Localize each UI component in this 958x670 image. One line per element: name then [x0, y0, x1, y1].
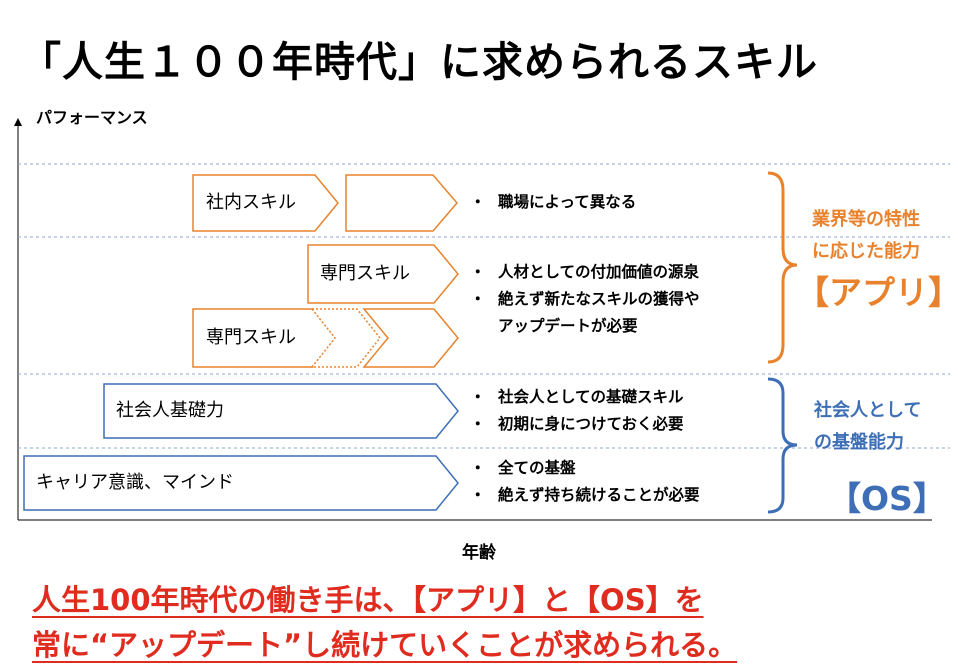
in-house-skill-arrow [192, 174, 339, 232]
list-item: ・職場によって異なる [470, 193, 637, 211]
summary-message: 人生100年時代の働き手は、【アプリ】と【OS】を 常に“アップデート”し続けて… [32, 578, 737, 668]
specialized-dotted-chevron [310, 308, 381, 368]
list-item-continuation: アップデートが必要 [498, 317, 638, 335]
in-house-continuation-arrow [345, 174, 458, 232]
os-category: 社会人として の基盤能力 [814, 400, 922, 453]
app-tag: 【アプリ】 [796, 273, 958, 312]
page-title: 「人生１００年時代」に求められるスキル [20, 38, 818, 86]
os-brace [767, 377, 798, 514]
in-house-bullets: ・職場によって異なる [470, 189, 636, 216]
mindset-label: キャリア意識、マインド [36, 472, 234, 493]
list-item: ・絶えず新たなスキルの獲得や [470, 290, 700, 308]
x-axis-label: 年齢 [462, 543, 496, 563]
specialized-bullets: ・人材としての付加価値の源泉 ・絶えず新たなスキルの獲得や アップデートが必要 [470, 259, 700, 340]
specialized-skill-upper-label: 専門スキル [320, 263, 410, 284]
list-item: ・社会人としての基礎スキル [470, 388, 684, 406]
app-category: 業界等の特性 に応じた能力 [812, 209, 920, 262]
summary-line-2: 常に“アップデート”し続けていくことが求められる。 [32, 628, 738, 662]
mindset-arrow [23, 455, 459, 511]
basic-bullets: ・社会人としての基礎スキル ・初期に身につけておく必要 [470, 384, 684, 438]
specialized-skill-upper-arrow [307, 244, 459, 304]
os-tag: 【OS】 [828, 479, 946, 518]
specialized-skill-lower-label: 専門スキル [206, 327, 296, 348]
y-axis-label: パフォーマンス [36, 108, 148, 127]
app-brace [767, 171, 798, 364]
list-item: ・絶えず持ち続けることが必要 [470, 486, 700, 504]
list-item: ・人材としての付加価値の源泉 [470, 263, 700, 281]
mindset-bullets: ・全ての基盤 ・絶えず持ち続けることが必要 [470, 455, 700, 509]
in-house-skill-label: 社内スキル [206, 192, 296, 213]
basic-skill-arrow [103, 383, 459, 439]
list-item: ・初期に身につけておく必要 [470, 415, 684, 433]
specialized-chevron [362, 308, 459, 368]
list-item: ・全ての基盤 [470, 459, 576, 477]
summary-line-1: 人生100年時代の働き手は、【アプリ】と【OS】を [32, 583, 704, 617]
basic-skill-label: 社会人基礎力 [116, 400, 224, 421]
